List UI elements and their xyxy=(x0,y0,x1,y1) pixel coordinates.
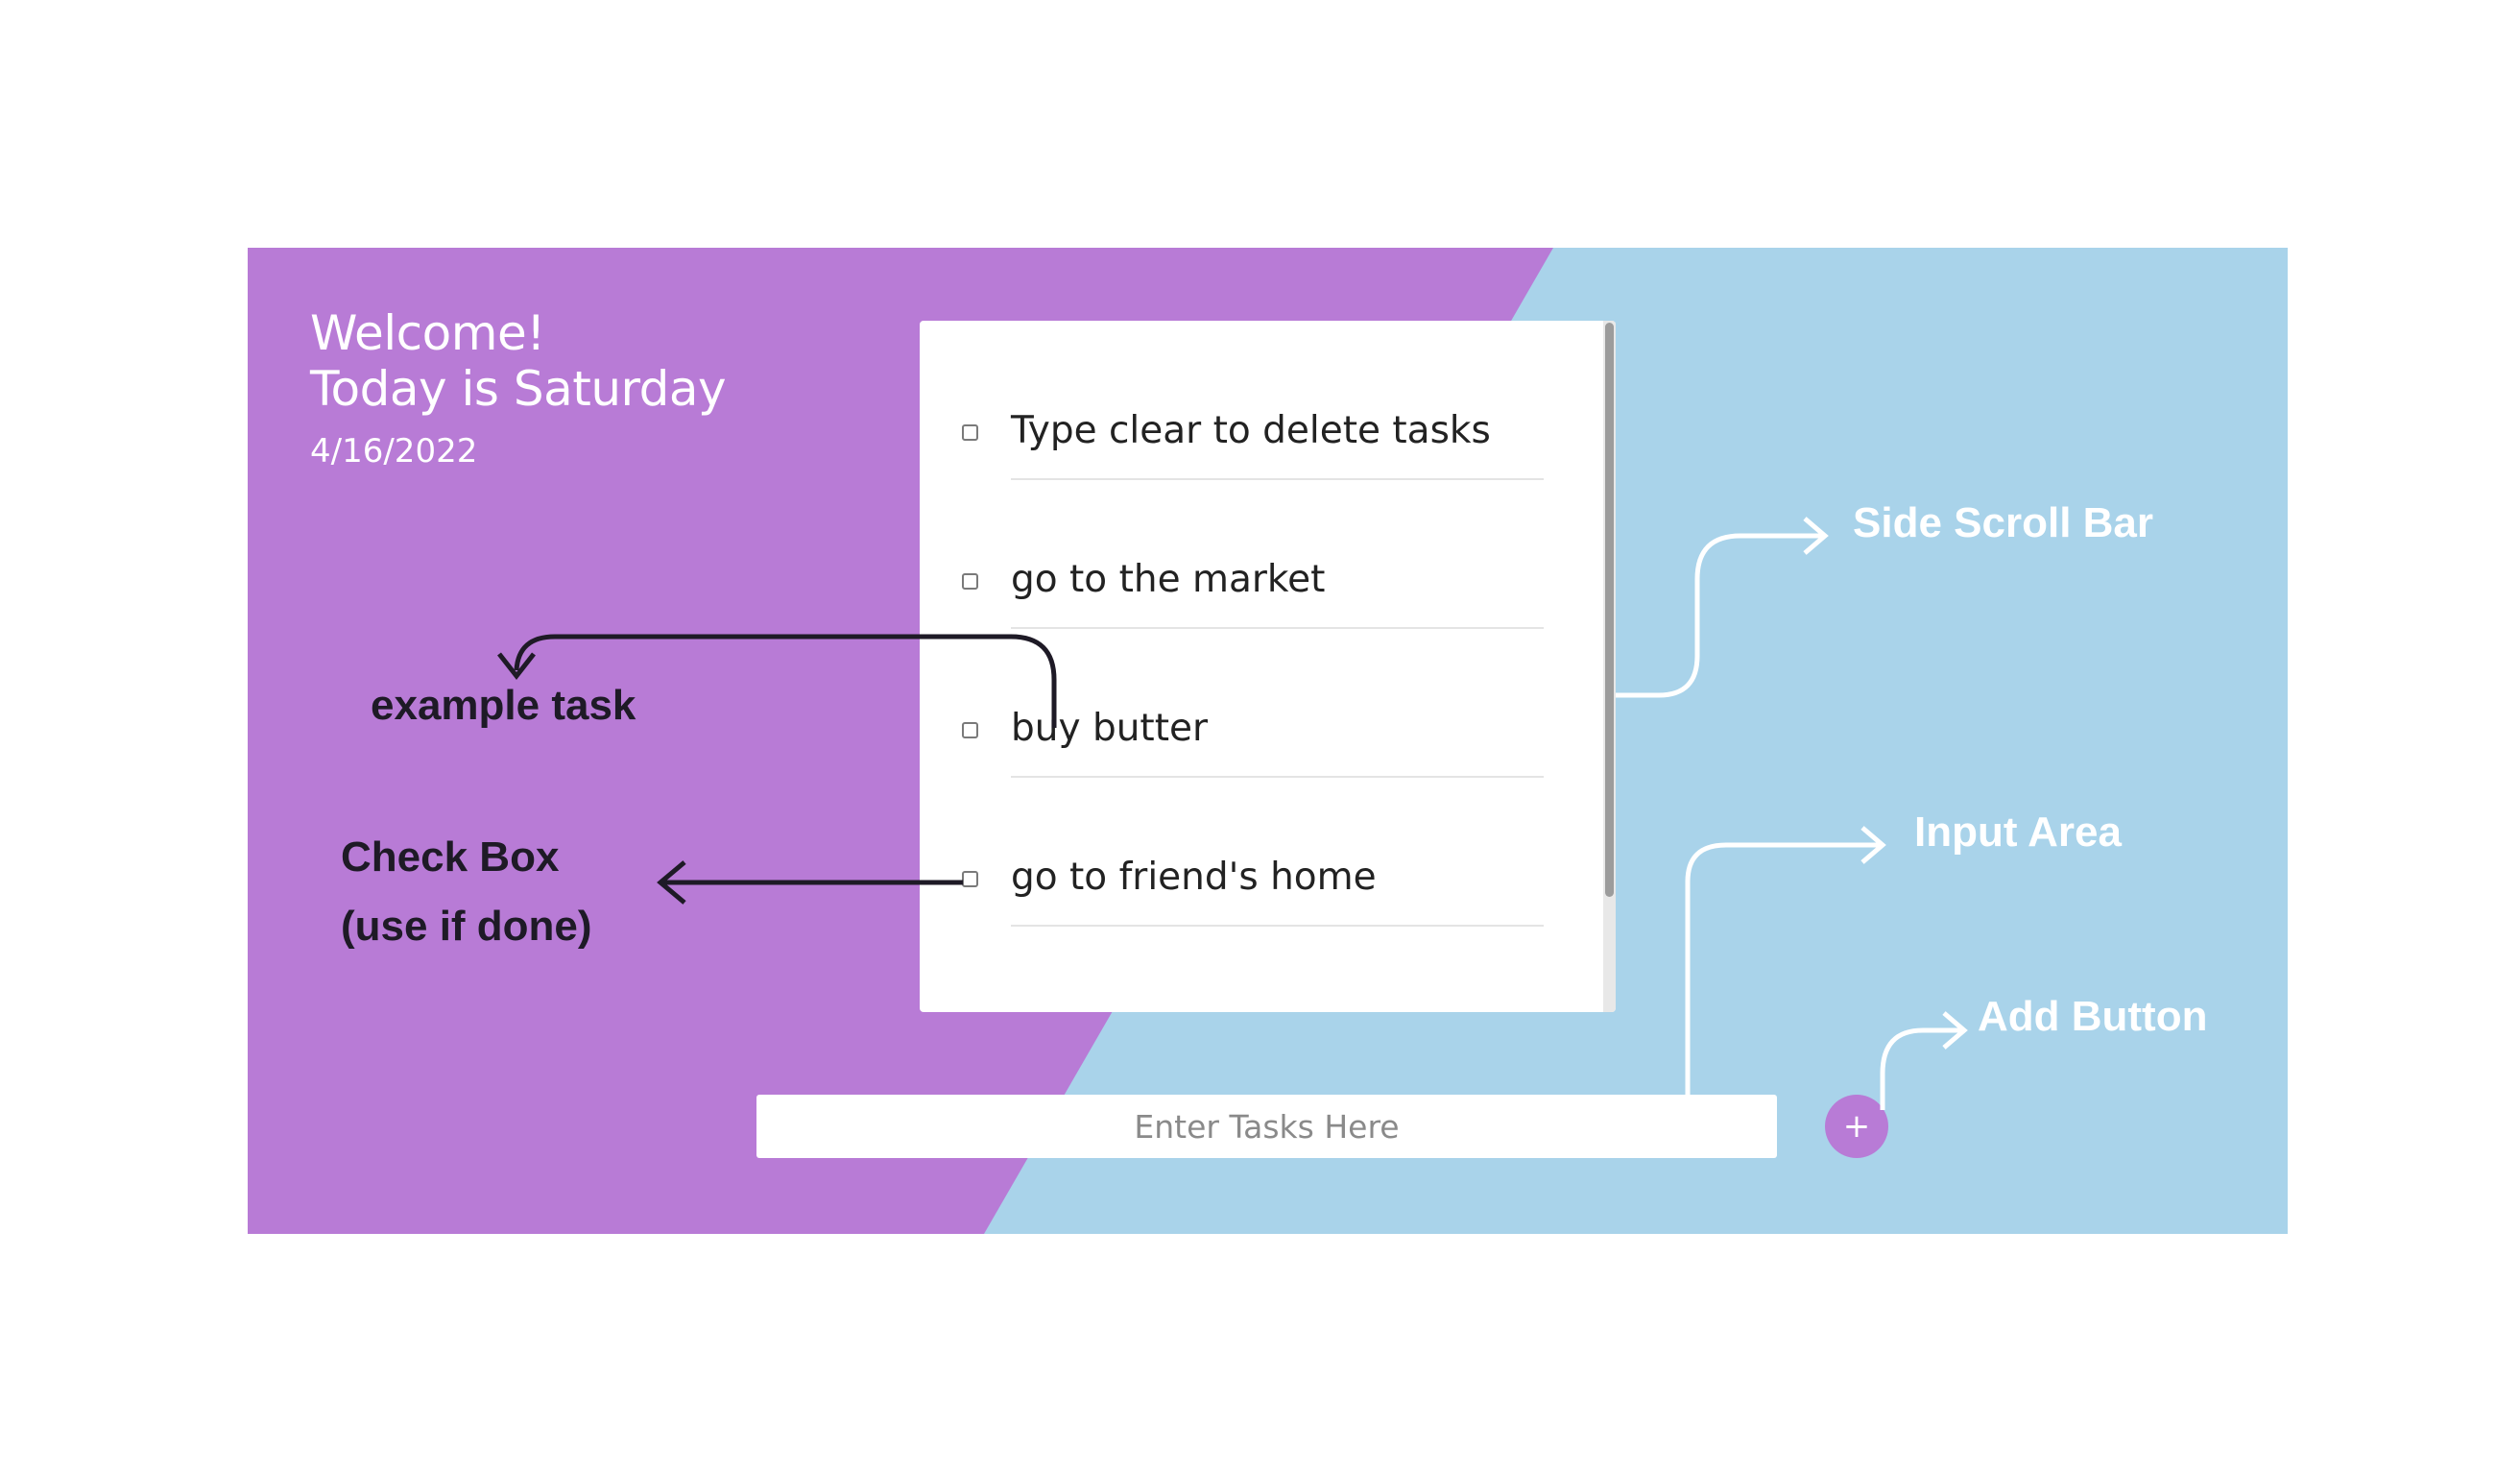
add-button[interactable]: + xyxy=(1825,1095,1888,1158)
welcome-text: Welcome! xyxy=(310,305,545,361)
task-item: go to the market xyxy=(920,527,1592,676)
side-scroll-bar-label: Side Scroll Bar xyxy=(1853,499,2154,546)
app-canvas: Welcome! Today is Saturday 4/16/2022 Typ… xyxy=(248,248,2288,1234)
task-checkbox[interactable] xyxy=(962,722,978,738)
day-text: Today is Saturday xyxy=(310,361,727,417)
input-area-label: Input Area xyxy=(1914,809,2122,856)
date-text: 4/16/2022 xyxy=(310,432,478,471)
task-item: go to friend's home xyxy=(920,825,1592,974)
checkbox-label-line2: (use if done) xyxy=(341,903,592,950)
task-divider xyxy=(1011,627,1544,629)
task-text: buy butter xyxy=(1011,707,1209,750)
task-checkbox[interactable] xyxy=(962,871,978,887)
task-item: Type clear to delete tasks xyxy=(920,378,1592,527)
task-checkbox[interactable] xyxy=(962,424,978,441)
task-text: go to friend's home xyxy=(1011,856,1377,899)
example-task-label: example task xyxy=(371,682,636,729)
add-button-label: Add Button xyxy=(1978,993,2208,1040)
scrollbar-track[interactable] xyxy=(1603,321,1616,1012)
scrollbar-thumb[interactable] xyxy=(1605,323,1614,897)
task-checkbox[interactable] xyxy=(962,573,978,590)
task-item: buy butter xyxy=(920,676,1592,825)
task-list-panel: Type clear to delete tasks go to the mar… xyxy=(920,321,1616,1012)
task-input[interactable] xyxy=(756,1095,1777,1158)
task-list: Type clear to delete tasks go to the mar… xyxy=(920,378,1592,974)
checkbox-label-line1: Check Box xyxy=(341,833,560,881)
task-divider xyxy=(1011,925,1544,927)
welcome-heading: Welcome! Today is Saturday xyxy=(310,305,727,417)
task-text: Type clear to delete tasks xyxy=(1011,409,1491,452)
task-divider xyxy=(1011,776,1544,778)
task-text: go to the market xyxy=(1011,558,1326,601)
task-divider xyxy=(1011,478,1544,480)
